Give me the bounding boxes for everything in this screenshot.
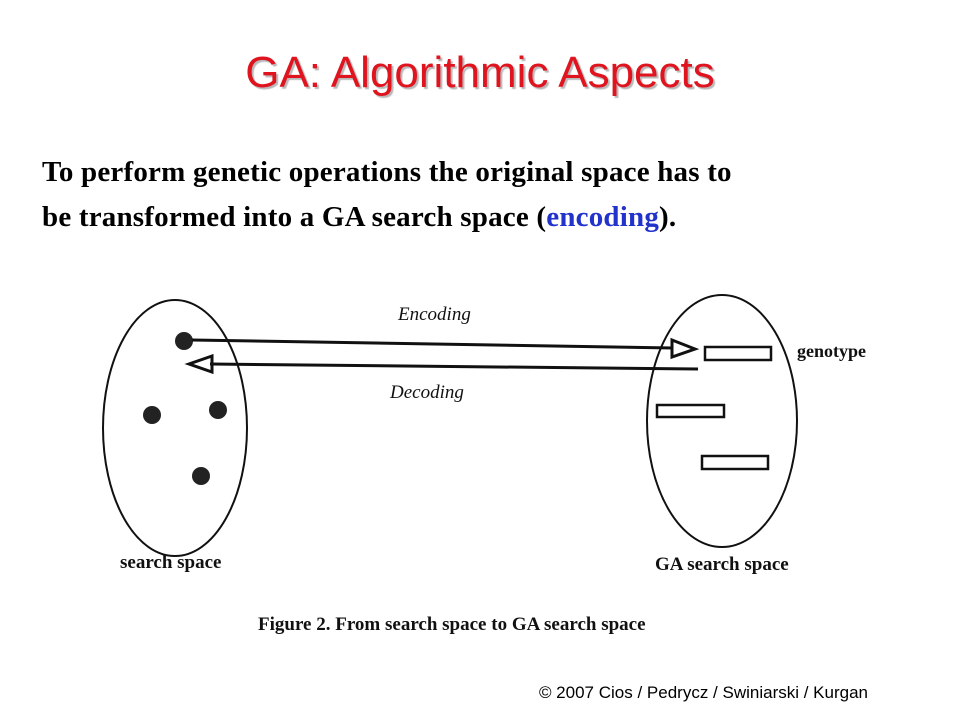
body-text: To perform genetic operations the origin… <box>42 150 932 240</box>
encoding-highlight: encoding <box>546 201 660 233</box>
search-space-ellipse <box>102 299 248 557</box>
slide-title: GA: Algorithmic Aspects <box>245 48 715 97</box>
body-line-2-end: ). <box>659 201 677 233</box>
encoding-arrow <box>191 338 674 350</box>
genotype-label: genotype <box>797 341 866 361</box>
decoding-label: Decoding <box>389 382 464 403</box>
search-point <box>175 332 193 350</box>
figure-caption: Figure 2. From search space to GA search… <box>258 614 646 635</box>
body-line-2: be transformed into a GA search space ( <box>42 201 547 233</box>
ga-search-space-label: GA search space <box>655 554 789 575</box>
genotype-box <box>655 403 726 419</box>
search-point <box>209 401 227 419</box>
body-line-1: To perform genetic operations the origin… <box>42 156 732 188</box>
decoding-arrowhead <box>184 353 214 375</box>
search-point <box>143 406 161 424</box>
genotype-box <box>700 454 770 471</box>
decoding-arrow <box>209 362 699 371</box>
ga-search-space-ellipse <box>646 294 798 548</box>
search-space-label: search space <box>120 552 222 573</box>
encoding-arrowhead <box>670 337 700 360</box>
copyright-footer: © 2007 Cios / Pedrycz / Swiniarski / Kur… <box>538 683 868 702</box>
search-point <box>192 467 210 485</box>
genotype-box <box>703 345 773 362</box>
encoding-label: Encoding <box>397 304 471 325</box>
